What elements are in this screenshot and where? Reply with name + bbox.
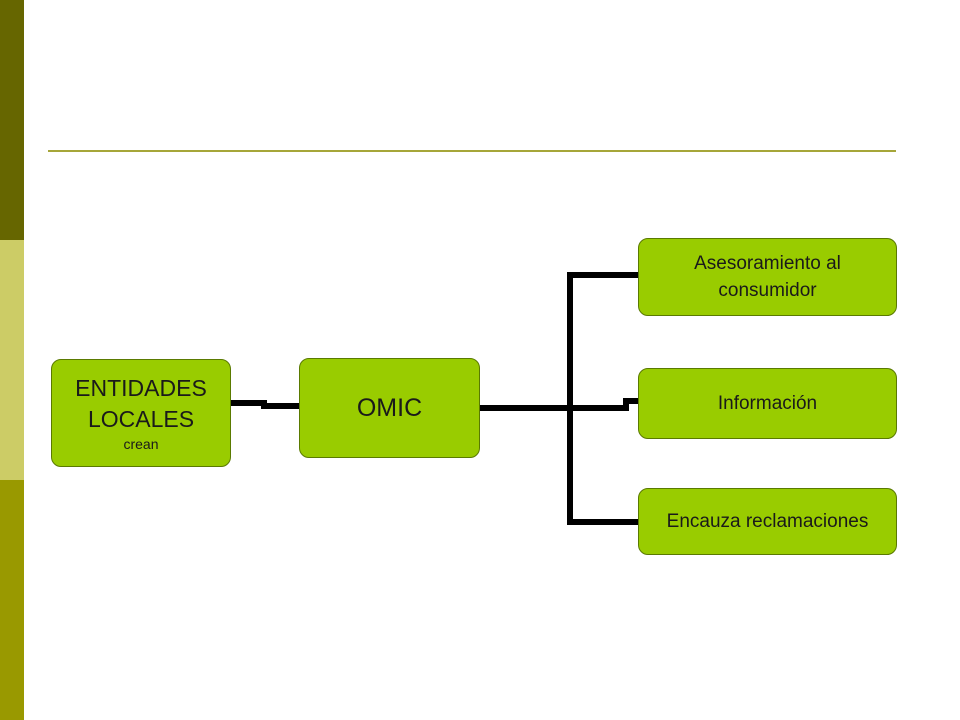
node-entidades-line1: ENTIDADES <box>75 375 207 401</box>
side-band-middle <box>0 240 24 480</box>
node-entidades-locales: ENTIDADES LOCALES crean <box>51 359 231 467</box>
node-entidades-sub: crean <box>123 436 159 452</box>
side-band-bottom <box>0 480 24 720</box>
side-band-top <box>0 0 24 240</box>
node-omic-label: OMIC <box>356 393 423 422</box>
connector-to-informacion <box>570 398 638 411</box>
node-asesoramiento-line2: consumidor <box>718 280 817 301</box>
node-entidades-line2: LOCALES <box>87 406 195 432</box>
node-informacion: Información <box>638 368 897 439</box>
title-rule <box>48 150 896 152</box>
node-reclamaciones: Encauza reclamaciones <box>638 488 897 555</box>
connector-root-to-omic <box>231 400 299 409</box>
node-asesoramiento-line1: Asesoramiento al <box>694 253 841 274</box>
node-omic: OMIC <box>299 358 480 458</box>
node-reclamaciones-label: Encauza reclamaciones <box>666 511 869 532</box>
node-asesoramiento: Asesoramiento al consumidor <box>638 238 897 316</box>
node-informacion-label: Información <box>717 393 818 414</box>
